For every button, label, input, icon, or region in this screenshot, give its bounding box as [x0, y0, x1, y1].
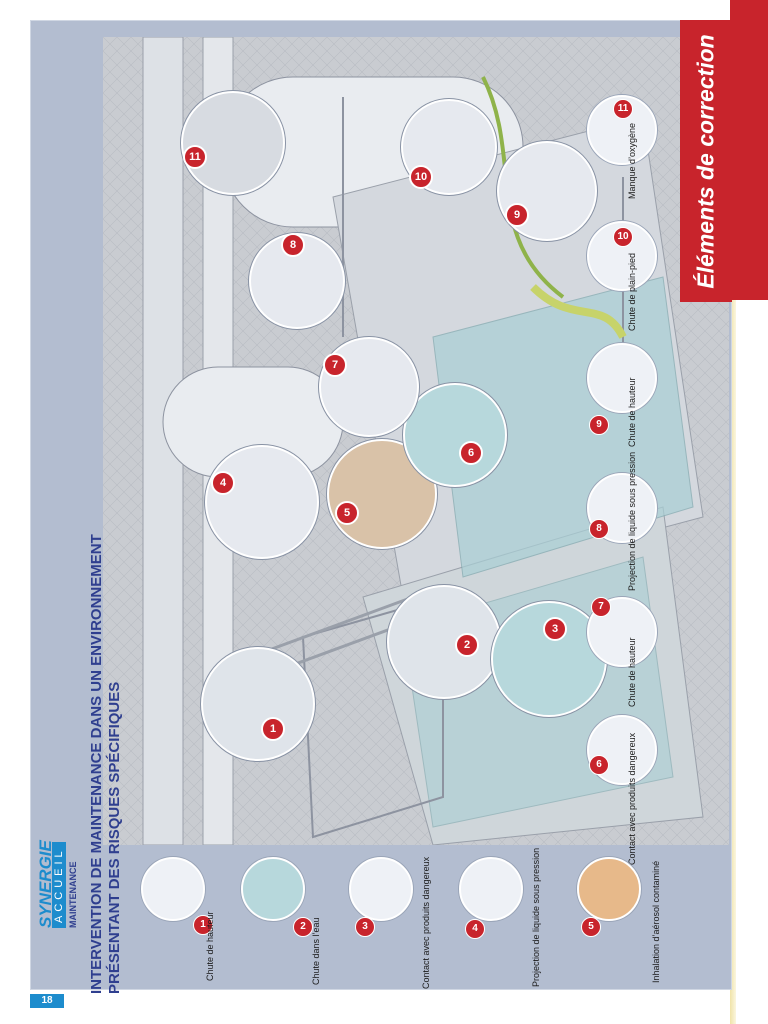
- brand-logo: SYNERGIE ACCUEIL MAINTENANCE: [30, 838, 88, 988]
- page-number: 18: [30, 994, 64, 1008]
- legend-label-6: Contact avec produits dangereux: [627, 732, 637, 865]
- legend-label-2: Chute dans l’eau: [311, 917, 321, 985]
- legend-number-3: 3: [355, 917, 375, 937]
- brand-subtitle: MAINTENANCE: [68, 861, 78, 929]
- scene-badge-6: 6: [459, 441, 483, 465]
- legend-number-2: 2: [293, 917, 313, 937]
- correction-title: Éléments de correction: [692, 33, 719, 289]
- illustration-panel: 1 2 3 4 5 6 7 8 9 10 11 6 Contact avec p…: [30, 20, 732, 990]
- scene-badge-9: 9: [505, 203, 529, 227]
- legend-label-5: Inhalation d’aérosol contaminé: [651, 860, 661, 983]
- industrial-scene: 1 2 3 4 5 6 7 8 9 10 11: [103, 37, 729, 845]
- legend-circle-5: [577, 857, 641, 921]
- legend-circle-7: [587, 597, 657, 667]
- scene-circle-4: [205, 445, 319, 559]
- scene-badge-3: 3: [543, 617, 567, 641]
- main-title-line-2: PRÉSENTANT DES RISQUES SPÉCIFIQUES: [106, 681, 123, 994]
- legend-number-11: 11: [613, 99, 633, 119]
- side-tab: [730, 0, 768, 300]
- page-edge: [730, 300, 736, 1024]
- scene-circle-7: [319, 337, 419, 437]
- legend-circle-1: [141, 857, 205, 921]
- legend-label-8: Projection de liquide sous pression: [627, 451, 637, 591]
- legend-label-1: Chute de hauteur: [205, 911, 215, 981]
- scene-circle-2: [387, 585, 501, 699]
- scene-badge-2: 2: [455, 633, 479, 657]
- scene-circle-1: [201, 647, 315, 761]
- legend-number-8: 8: [589, 519, 609, 539]
- legend-circle-4: [459, 857, 523, 921]
- legend-label-4: Projection de liquide sous pression: [531, 847, 541, 987]
- scene-circle-6: [403, 383, 507, 487]
- scene-badge-11: 11: [183, 145, 207, 169]
- correction-heading-box: Éléments de correction: [680, 20, 732, 302]
- legend-number-10: 10: [613, 227, 633, 247]
- legend-label-3: Contact avec produits dangereux: [421, 856, 431, 989]
- legend-number-4: 4: [465, 919, 485, 939]
- scene-badge-4: 4: [211, 471, 235, 495]
- scene-badge-10: 10: [409, 165, 433, 189]
- scene-badge-7: 7: [323, 353, 347, 377]
- legend-label-10: Chute de plain-pied: [627, 252, 637, 331]
- legend-number-9: 9: [589, 415, 609, 435]
- scene-badge-8: 8: [281, 233, 305, 257]
- legend-circle-9: [587, 343, 657, 413]
- scene-badge-1: 1: [261, 717, 285, 741]
- brand-accueil: ACCUEIL: [52, 842, 66, 928]
- legend-label-11: Manque d’oxygène: [627, 122, 637, 199]
- legend-label-7: Chute de hauteur: [627, 637, 637, 707]
- legend-number-5: 5: [581, 917, 601, 937]
- scene-badge-5: 5: [335, 501, 359, 525]
- legend-number-7: 7: [591, 597, 611, 617]
- legend-label-9: Chute de hauteur: [627, 377, 637, 447]
- legend-number-1: 1: [193, 915, 213, 935]
- legend-circle-2: [241, 857, 305, 921]
- scene-circle-11: [181, 91, 285, 195]
- legend-number-6: 6: [589, 755, 609, 775]
- legend-circle-3: [349, 857, 413, 921]
